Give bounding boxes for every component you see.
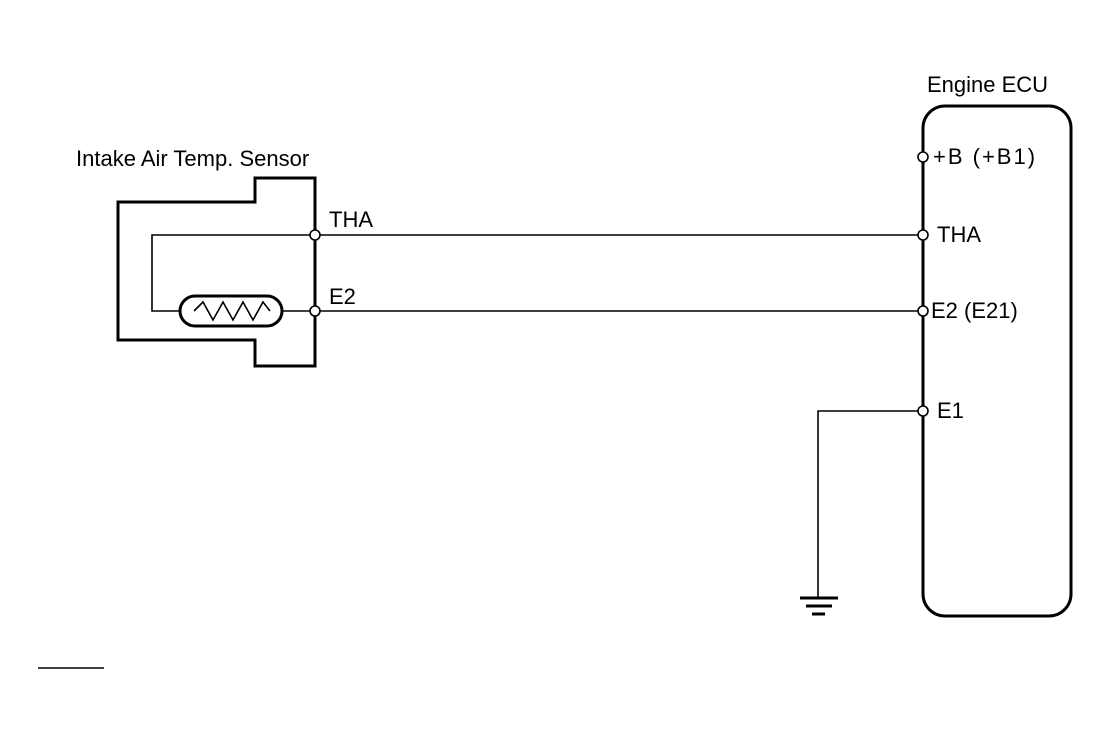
sensor-housing bbox=[116, 176, 317, 368]
ecu-box bbox=[921, 104, 1073, 618]
ecu-pin-e2-label: E2 (E21) bbox=[931, 298, 1018, 323]
ecu-terminal-e2 bbox=[917, 305, 929, 317]
ecu-terminal-tha bbox=[917, 229, 929, 241]
ecu-pin-e1-label: E1 bbox=[937, 398, 964, 423]
sensor-terminal-tha bbox=[309, 229, 321, 241]
sensor-internal-wire bbox=[151, 234, 315, 312]
ecu-terminal-e1 bbox=[917, 405, 929, 417]
sensor-pin-e2-label: E2 bbox=[329, 284, 356, 309]
ecu-pin-b-label: +B (+B1) bbox=[933, 144, 1037, 169]
ecu-pin-tha-label: THA bbox=[937, 222, 981, 247]
ground-icon bbox=[800, 596, 838, 616]
sensor-title: Intake Air Temp. Sensor bbox=[76, 146, 309, 171]
sensor-pin-tha-label: THA bbox=[329, 207, 373, 232]
ecu-title: Engine ECU bbox=[927, 72, 1048, 97]
thermistor-zigzag bbox=[193, 300, 271, 322]
ecu-terminal-b bbox=[917, 151, 929, 163]
thermistor-icon bbox=[178, 294, 284, 328]
sensor-terminal-e2 bbox=[309, 305, 321, 317]
wire-e1-ground bbox=[817, 410, 918, 598]
